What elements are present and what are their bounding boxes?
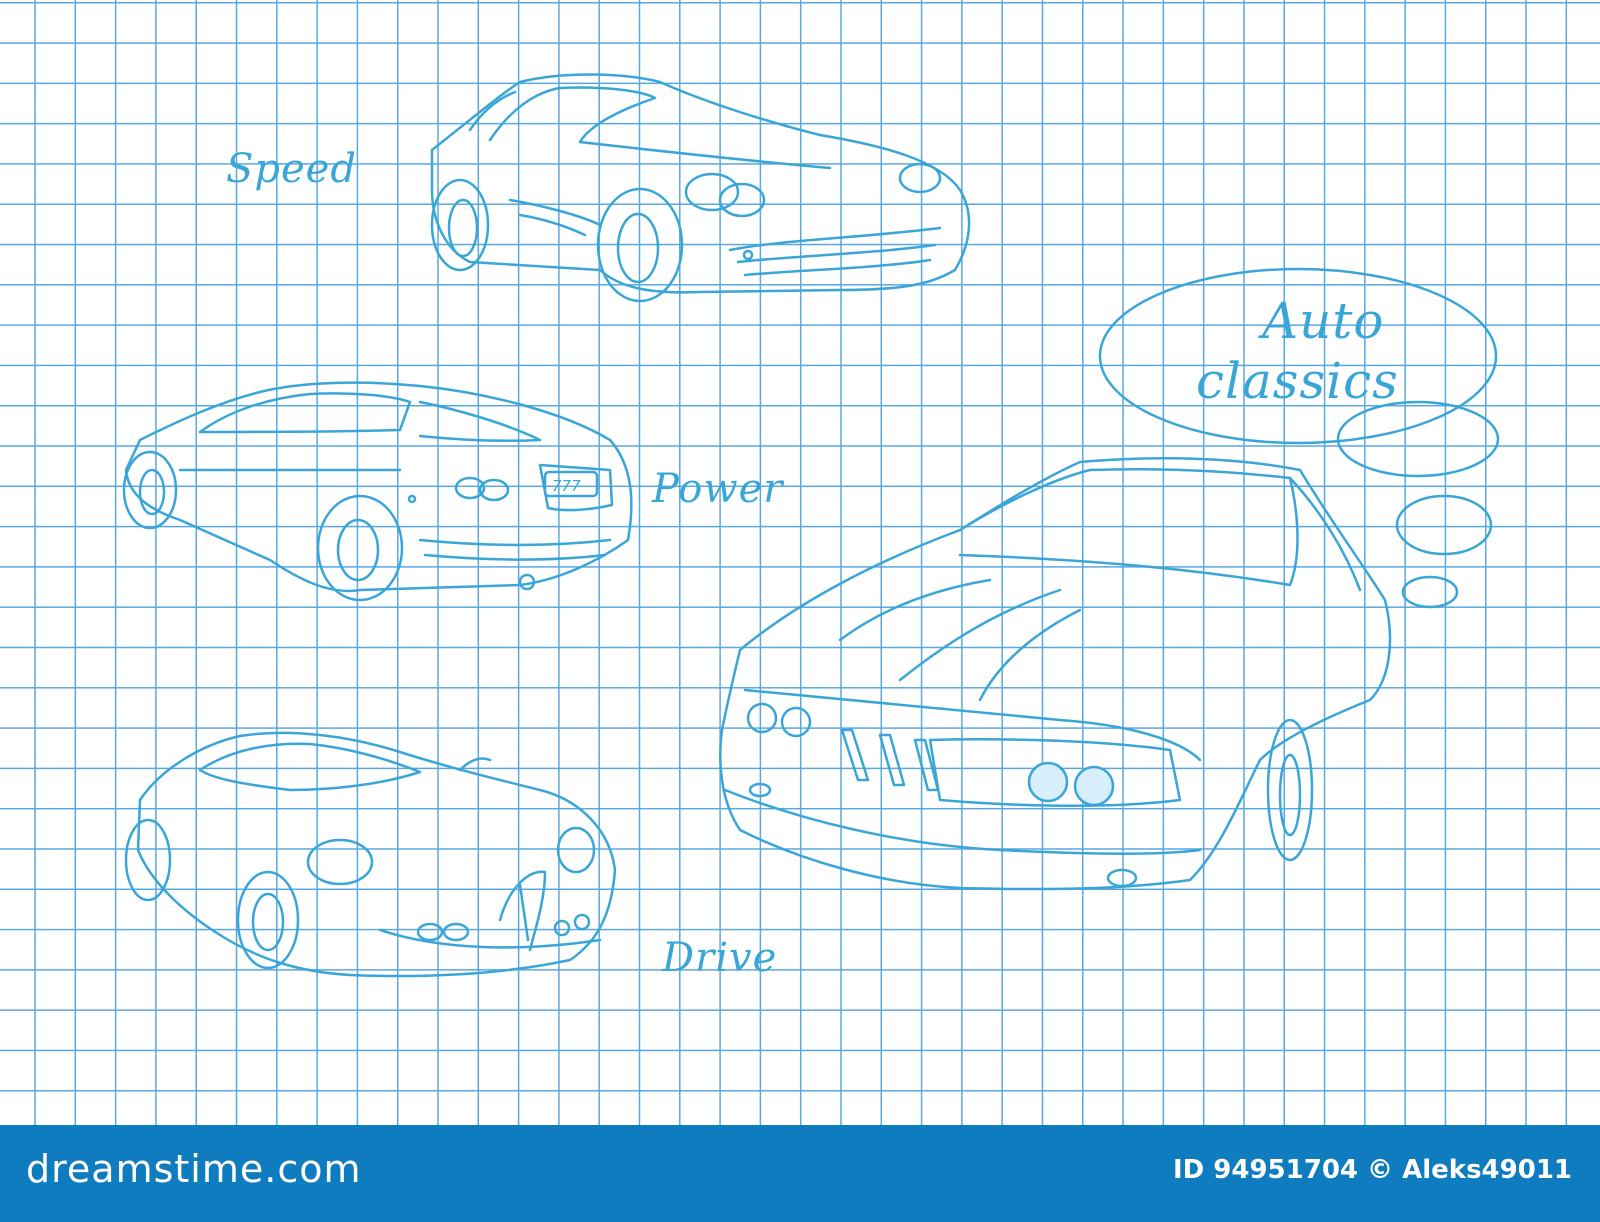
brand-watermark: dreamstime.com bbox=[26, 1147, 362, 1191]
bubble-title-line2: classics bbox=[1196, 352, 1399, 410]
classic-sedan-sketch bbox=[719, 457, 1392, 891]
roadster-sketch bbox=[124, 731, 617, 978]
bubble-title-line1: Auto bbox=[1262, 292, 1385, 350]
speed-label: Speed bbox=[226, 146, 357, 192]
license-plate-text: 777 bbox=[552, 477, 581, 495]
image-credit: ID 94951704 © Aleks49011 bbox=[1172, 1155, 1572, 1185]
thought-bubble bbox=[1098, 267, 1500, 609]
drive-label: Drive bbox=[662, 935, 778, 981]
graph-paper-background bbox=[0, 0, 1600, 1125]
coupe-rear-sketch: 777 bbox=[122, 381, 633, 602]
car-sketches: 777 bbox=[122, 73, 1500, 978]
watermark-footer-bar: dreamstime.com ID 94951704 © Aleks49011 bbox=[0, 1125, 1600, 1222]
power-label: Power bbox=[652, 466, 784, 512]
sports-coupe-sketch bbox=[430, 73, 971, 303]
